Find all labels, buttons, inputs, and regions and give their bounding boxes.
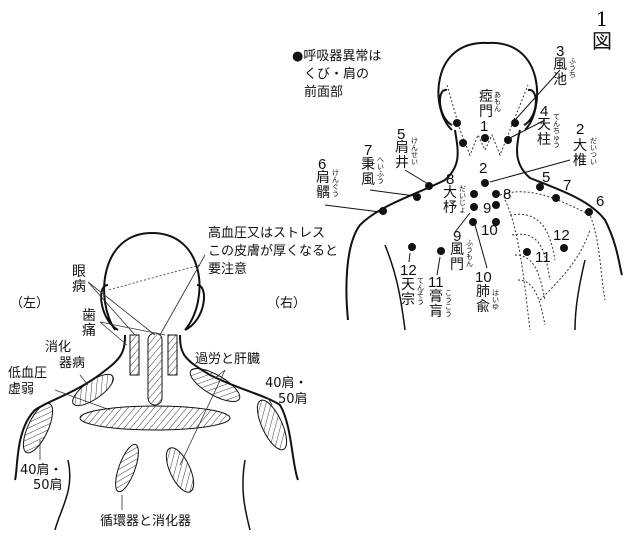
left-figure-hatched-areas	[22, 332, 288, 493]
hypertension-line-2: この皮膚が厚くなると	[208, 244, 339, 259]
label-digestive-1: 消化	[45, 340, 72, 355]
note-line-2: くび・肩の	[304, 67, 370, 82]
hypertension-line-1: 高血圧又はストレス	[208, 226, 326, 241]
acupoint-dots	[379, 119, 593, 256]
hypertension-line-3: 要注意	[208, 262, 248, 277]
label-eye-disease: 眼病	[72, 264, 86, 295]
label-circulatory-digestive: 循環器と消化器	[100, 514, 192, 529]
label-low-bp-2: 虚弱	[8, 382, 35, 397]
label-left-side: （左）	[10, 296, 50, 311]
label-fatigue-liver: 過労と肝臓	[195, 352, 261, 367]
right-figure-body	[345, 41, 623, 331]
label-right-side: （右）	[267, 296, 307, 311]
figure-label: 1図	[592, 7, 612, 53]
label-frozen-shoulder-right-1: 40肩・	[265, 376, 308, 391]
label-digestive-2: 器病	[59, 356, 86, 371]
label-frozen-shoulder-left-1: 40肩・	[20, 463, 63, 478]
note-line-1: ●呼吸器異常は	[292, 49, 382, 64]
right-figure-dotted	[446, 84, 606, 331]
label-toothache: 歯痛	[82, 308, 96, 339]
label-low-bp-1: 低血圧	[8, 366, 48, 381]
label-frozen-shoulder-left-2: 50肩	[33, 478, 63, 493]
left-figure-leader-lines	[39, 254, 273, 510]
left-figure-body	[14, 231, 299, 531]
note-line-3: 前面部	[304, 85, 344, 100]
label-frozen-shoulder-right-2: 50肩	[278, 392, 308, 407]
right-figure-leader-lines	[324, 69, 571, 276]
